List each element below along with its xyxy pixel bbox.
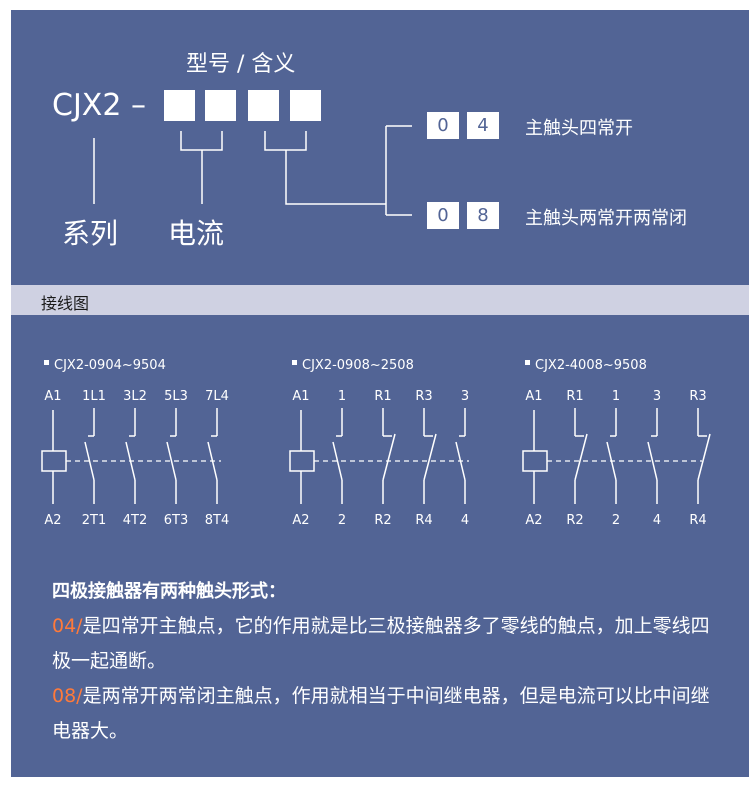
contact-blade-nc — [423, 433, 437, 481]
terminal-bottom-label: R2 — [374, 513, 391, 528]
terminal-bottom-label: 4 — [461, 513, 469, 528]
option-2-desc: 主触头两常开两常闭 — [525, 208, 687, 229]
terminal-bottom-label: 2 — [612, 513, 620, 528]
terminal-bottom-label: R4 — [689, 513, 706, 528]
terminal-top-label: 3 — [461, 389, 469, 404]
terminal-bottom-label: 2T1 — [82, 513, 106, 528]
item-1-text: 是四常开主触点，它的作用就是比三极接触器多了零线的触点，加上零线四极一起通断。 — [52, 615, 710, 672]
contact-blade-no — [84, 441, 95, 481]
wiring-title: 接线图 — [41, 294, 90, 313]
terminal-bottom-label: R4 — [415, 513, 432, 528]
diagram-title: CJX2-4008~9508 — [535, 358, 647, 373]
code-box-4 — [290, 90, 321, 121]
terminal-bottom-label: 4T2 — [123, 513, 147, 528]
terminal-top-label: 7L4 — [205, 389, 229, 404]
model-panel — [11, 10, 749, 285]
diagram-bullet — [292, 360, 297, 365]
diagram-title: CJX2-0908~2508 — [302, 358, 414, 373]
section-band: 接线图 — [11, 285, 749, 315]
terminal-bottom-label: A2 — [525, 513, 542, 528]
option-1-desc: 主触头四常开 — [525, 118, 633, 139]
terminal-bottom-label: A2 — [44, 513, 61, 528]
terminal-bottom-label: 4 — [653, 513, 661, 528]
terminal-bottom-label: 8T4 — [205, 513, 229, 528]
item-1-code: 04/ — [52, 615, 83, 637]
current-label: 电流 — [168, 217, 225, 250]
description-item-2: 08/是两常开两常闭主触点，作用就相当于中间继电器，但是电流可以比中间继电器大。 — [52, 679, 712, 749]
coil — [289, 450, 315, 472]
contact-blade-no — [455, 441, 466, 481]
option-2-digit-2: 8 — [467, 202, 499, 229]
terminal-top-label: R3 — [415, 389, 432, 404]
code-box-1 — [164, 90, 195, 121]
terminal-top-label: R1 — [566, 389, 583, 404]
contact-blade-no — [166, 441, 177, 481]
coil — [522, 450, 548, 472]
contact-blade-nc — [574, 433, 588, 481]
model-title: 型号 / 含义 — [186, 52, 296, 77]
terminal-top-label: 3 — [653, 389, 661, 404]
contact-blade-no — [332, 441, 343, 481]
terminal-bottom-label: 6T3 — [164, 513, 188, 528]
contact-blade-no — [647, 441, 658, 481]
model-prefix: CJX2 – — [52, 88, 146, 123]
contact-blade-nc — [382, 433, 396, 481]
terminal-top-label: R3 — [689, 389, 706, 404]
diagram-bullet — [44, 360, 49, 365]
wiring-panel — [11, 315, 749, 777]
terminal-top-label: 3L2 — [123, 389, 147, 404]
terminal-bottom-label: R2 — [566, 513, 583, 528]
contact-blade-no — [125, 441, 136, 481]
terminal-top-label: 1L1 — [82, 389, 106, 404]
terminal-bottom-label: A2 — [292, 513, 309, 528]
item-2-text: 是两常开两常闭主触点，作用就相当于中间继电器，但是电流可以比中间继电器大。 — [52, 685, 710, 742]
contact-blade-no — [606, 441, 617, 481]
terminal-top-label: A1 — [292, 389, 309, 404]
model-connectors — [93, 125, 412, 216]
terminal-top-label: A1 — [44, 389, 61, 404]
terminal-top-label: R1 — [374, 389, 391, 404]
diagram-bullet — [525, 360, 530, 365]
terminal-top-label: A1 — [525, 389, 542, 404]
description-heading: 四极接触器有两种触头形式： — [52, 581, 286, 602]
series-label: 系列 — [62, 217, 119, 250]
option-2-digit-1: 0 — [427, 202, 459, 229]
terminal-top-label: 5L3 — [164, 389, 188, 404]
coil — [41, 450, 67, 472]
description-item-1: 04/是四常开主触点，它的作用就是比三极接触器多了零线的触点，加上零线四极一起通… — [52, 609, 712, 679]
option-1-digit-1: 0 — [427, 112, 459, 139]
diagram-title: CJX2-0904~9504 — [54, 358, 166, 373]
contact-blade-nc — [697, 433, 711, 481]
option-1-digit-2: 4 — [467, 112, 499, 139]
item-2-code: 08/ — [52, 685, 83, 707]
terminal-top-label: 1 — [612, 389, 620, 404]
terminal-bottom-label: 2 — [338, 513, 346, 528]
code-box-2 — [205, 90, 236, 121]
code-box-3 — [248, 90, 279, 121]
contact-blade-no — [207, 441, 218, 481]
terminal-top-label: 1 — [338, 389, 346, 404]
